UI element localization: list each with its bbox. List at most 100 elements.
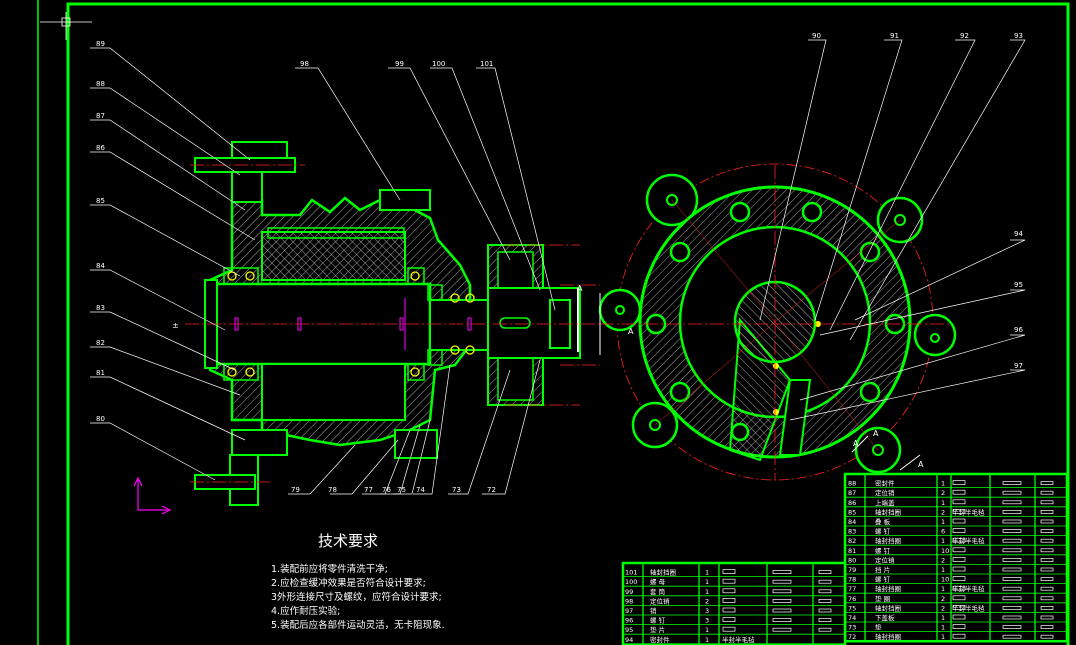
balloon-label: 83 <box>96 304 105 312</box>
bom-quantity: 1 <box>705 588 709 596</box>
bom-part-number: 75 <box>848 604 856 612</box>
dim-mark: ± <box>172 321 179 330</box>
balloon-label: 95 <box>1014 281 1023 289</box>
bom-note: 半封半毛毡 <box>952 584 985 593</box>
balloon-label: 74 <box>416 486 425 494</box>
balloon-label: 79 <box>291 486 300 494</box>
balloon-label: 101 <box>480 60 493 68</box>
section-mark-a: A <box>853 439 859 448</box>
balloon-label: 100 <box>432 60 445 68</box>
bom-part-number: 100 <box>625 578 637 586</box>
balloon-label: 91 <box>890 32 899 40</box>
bom-quantity: 1 <box>941 566 945 574</box>
bom-row: 101 轴封挡圈 1 <box>625 568 832 577</box>
bom-row: 97 销 3 <box>625 606 832 615</box>
bom-quantity: 1 <box>941 480 945 488</box>
bom-quantity: 1 <box>941 614 945 622</box>
requirement-item: 3外形连接尺寸及螺纹，应符合设计要求; <box>271 591 442 603</box>
bom-part-number: 77 <box>848 585 856 593</box>
ucs-axis-icon <box>133 476 172 515</box>
requirement-item: 5.装配后应各部件运动灵活，无卡阻现象. <box>271 619 445 631</box>
bom-quantity: 2 <box>941 556 945 564</box>
bom-part-name: 密封件 <box>875 479 895 488</box>
bom-note: 半封半毛毡 <box>952 507 985 516</box>
bom-part-name: 定位销 <box>650 596 670 605</box>
bom-part-number: 78 <box>848 576 856 584</box>
bom-quantity: 2 <box>941 595 945 603</box>
balloon-label: 99 <box>395 60 404 68</box>
bom-part-number: 80 <box>848 556 856 564</box>
bom-quantity: 2 <box>705 597 709 605</box>
bom-quantity: 2 <box>941 489 945 497</box>
bom-note: 半封半毛毡 <box>952 536 985 545</box>
section-mark-a: A <box>918 460 924 469</box>
bom-part-name: 轴封挡圈 <box>875 603 901 612</box>
bom-part-number: 73 <box>848 624 856 632</box>
balloon-label: 80 <box>96 415 105 423</box>
section-mark-a: A <box>873 429 879 438</box>
bom-note: 半封半毛毡 <box>952 603 985 612</box>
bom-part-number: 83 <box>848 528 856 536</box>
balloon-label: 89 <box>96 40 105 48</box>
bom-part-name: 螺 钉 <box>650 616 666 625</box>
section-marks: A A A A A <box>577 284 924 469</box>
bom-quantity: 1 <box>705 569 709 577</box>
bom-part-number: 101 <box>625 569 637 577</box>
section-mark-a: A <box>628 327 634 336</box>
bom-quantity: 1 <box>941 585 945 593</box>
bom-part-number: 79 <box>848 566 856 574</box>
balloon-label: 78 <box>328 486 337 494</box>
bom-quantity: 1 <box>941 518 945 526</box>
bom-part-number: 97 <box>625 607 633 615</box>
bom-part-name: 叠 板 <box>875 517 891 526</box>
balloon-label: 87 <box>96 112 105 120</box>
bom-part-number: 88 <box>848 480 856 488</box>
balloon-label: 93 <box>1014 32 1023 40</box>
bom-part-number: 81 <box>848 547 856 555</box>
bom-part-name: 轴封挡圈 <box>650 568 676 577</box>
bom-quantity: 1 <box>941 624 945 632</box>
balloon-label: 76 <box>382 486 391 494</box>
bom-part-name: 垫 圈 <box>875 594 890 603</box>
balloon-label: 75 <box>397 486 406 494</box>
bom-quantity: 6 <box>941 528 945 536</box>
bom-part-name: 垫 片 <box>650 625 665 634</box>
bom-quantity: 3 <box>705 617 709 625</box>
bom-part-name: 螺 钉 <box>875 527 891 536</box>
side-section-view: ± <box>172 141 600 506</box>
bom-quantity: 10 <box>941 576 949 584</box>
balloon-label: 88 <box>96 80 105 88</box>
bom-quantity: 3 <box>705 607 709 615</box>
bom-quantity: 2 <box>941 508 945 516</box>
bom-part-name: 下盖板 <box>875 613 895 622</box>
balloon-label: 85 <box>96 197 105 205</box>
bom-quantity: 1 <box>705 578 709 586</box>
section-mark-a: A <box>577 284 583 293</box>
balloon-label: 84 <box>96 262 105 270</box>
bom-part-name: 轴封挡圈 <box>875 536 901 545</box>
requirement-item: 4.应作耐压实验; <box>271 605 340 617</box>
balloon-label: 98 <box>300 60 309 68</box>
requirement-item: 1.装配前应将零件清洗干净; <box>271 563 388 575</box>
balloon-label: 72 <box>487 486 496 494</box>
bom-part-name: 销 <box>650 606 657 615</box>
bom-quantity: 1 <box>941 633 945 641</box>
bom-part-number: 82 <box>848 537 856 545</box>
